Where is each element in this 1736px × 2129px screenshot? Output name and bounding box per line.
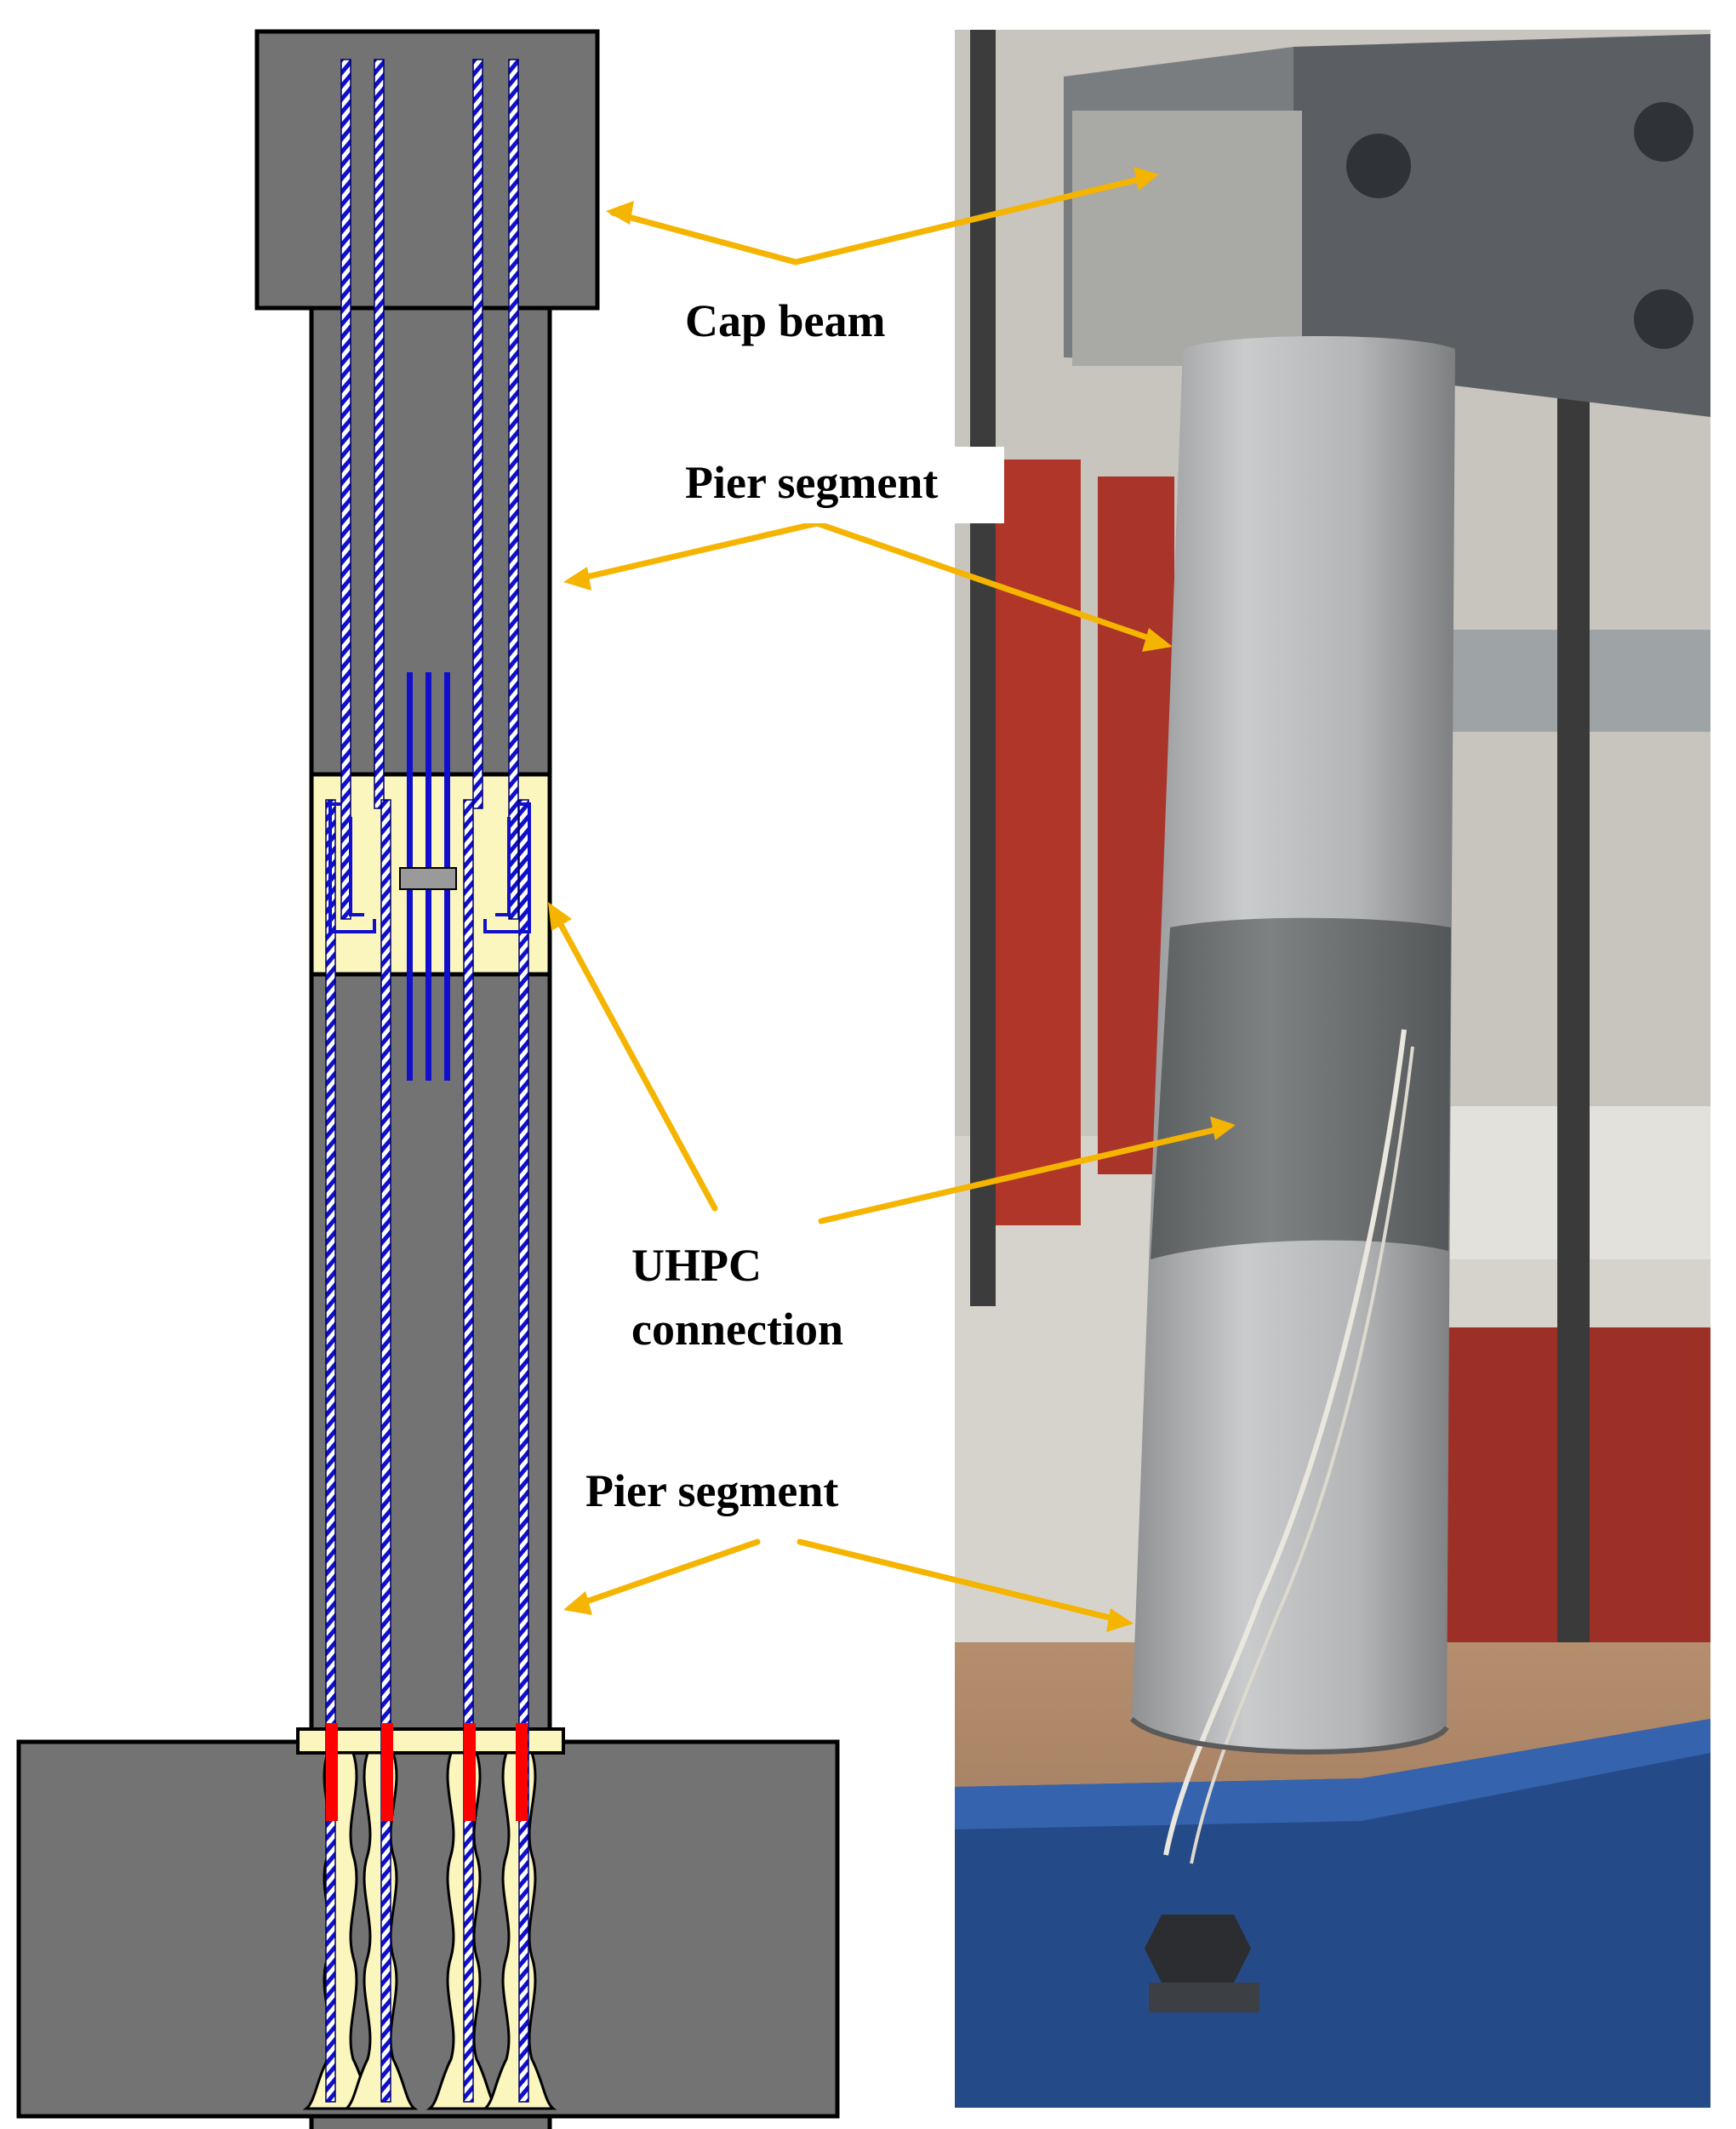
arrow-pier-upper-right	[814, 520, 1165, 646]
test-specimen-photo	[955, 30, 1710, 2108]
central-bar-1	[407, 672, 413, 868]
lap-hook-left-lower	[349, 817, 364, 916]
bolt-3	[1634, 289, 1693, 349]
label-uhpc-line1: UHPC	[631, 1240, 762, 1291]
anchor-washer	[1149, 1983, 1259, 2012]
label-pier-segment-lower: Pier segment	[585, 1465, 838, 1516]
lap-hook-right-upper	[483, 802, 531, 933]
longitudinal-rebars	[325, 59, 529, 2103]
rebar-lower-3	[463, 799, 474, 2103]
loading-plate	[1293, 34, 1710, 417]
central-bar-4	[407, 889, 413, 1081]
arrow-pier-lower-left-head	[563, 1591, 592, 1615]
column-base-shadow	[1129, 1716, 1449, 1755]
uhpc-joint-band	[1151, 917, 1451, 1259]
debonded-4	[516, 1723, 528, 1821]
anchor-nut	[1145, 1915, 1251, 1983]
arrow-uhpc-left	[550, 907, 718, 1212]
central-bar-2	[425, 672, 431, 868]
callout-arrows	[548, 167, 1236, 1632]
lap-hook-right-lower	[495, 817, 511, 916]
arrow-pier-lower-left	[568, 1538, 761, 1610]
arrow-cap-beam-right-head	[1134, 167, 1159, 191]
rebar-lower-4	[518, 799, 529, 2103]
arrow-pier-upper-left-head	[563, 567, 591, 591]
label-uhpc-line2: connection	[631, 1304, 843, 1355]
bolt-2	[1634, 102, 1693, 162]
arrow-uhpc-left-head	[548, 902, 572, 931]
arrow-pier-lower-right	[797, 1538, 1127, 1624]
debonded-rebar-segments	[326, 1723, 528, 1821]
grout-duct-2	[342, 1751, 419, 2110]
arrow-cap-beam-right	[792, 174, 1152, 265]
sensor-wires	[1163, 1029, 1407, 1856]
rebar-upper-4	[508, 59, 519, 920]
footing	[16, 1739, 840, 2119]
rebar-upper-1	[340, 59, 351, 920]
rebar-lower-2	[380, 799, 391, 2103]
threaded-bar-right	[1557, 357, 1590, 1872]
threaded-bar-left	[970, 30, 996, 1306]
arrow-cap-beam-left-head	[606, 201, 634, 225]
coupler-plate	[399, 867, 457, 890]
arrow-uhpc-right	[818, 1124, 1229, 1224]
blue-base-beam-top	[955, 1719, 1710, 1829]
cap-beam-concrete	[1072, 111, 1302, 366]
bolt-1	[1346, 134, 1411, 198]
label-cap-beam: Cap beam	[685, 295, 886, 346]
arrow-uhpc-right-head	[1210, 1116, 1236, 1140]
rebar-lower-1	[325, 799, 336, 2103]
debonded-3	[464, 1723, 476, 1821]
rebar-upper-2	[374, 59, 385, 809]
cap-beam-block	[254, 29, 600, 311]
central-bars	[407, 672, 450, 1081]
label-pier-segment-upper: Pier segment	[685, 457, 938, 508]
arrow-pier-upper-left	[568, 520, 820, 584]
central-bar-5	[425, 889, 431, 1081]
arrow-cap-beam-left	[609, 209, 799, 265]
lap-hooks	[328, 802, 531, 933]
central-bar-3	[444, 672, 450, 868]
arrow-pier-upper-right-head	[1142, 628, 1173, 652]
label-bg-pier-upper	[668, 447, 1004, 523]
rebar-upper-3	[472, 59, 483, 809]
labels: Cap beam Pier segment UHPC connection Pi…	[585, 295, 1004, 1516]
sensor-wires-2	[1190, 1046, 1414, 1864]
debonded-1	[326, 1723, 338, 1821]
debonded-2	[381, 1723, 393, 1821]
schematic-drawing	[16, 29, 840, 2129]
lap-hook-left-upper	[328, 802, 376, 933]
arrow-pier-lower-right-head	[1106, 1608, 1134, 1632]
central-bar-6	[444, 889, 450, 1081]
